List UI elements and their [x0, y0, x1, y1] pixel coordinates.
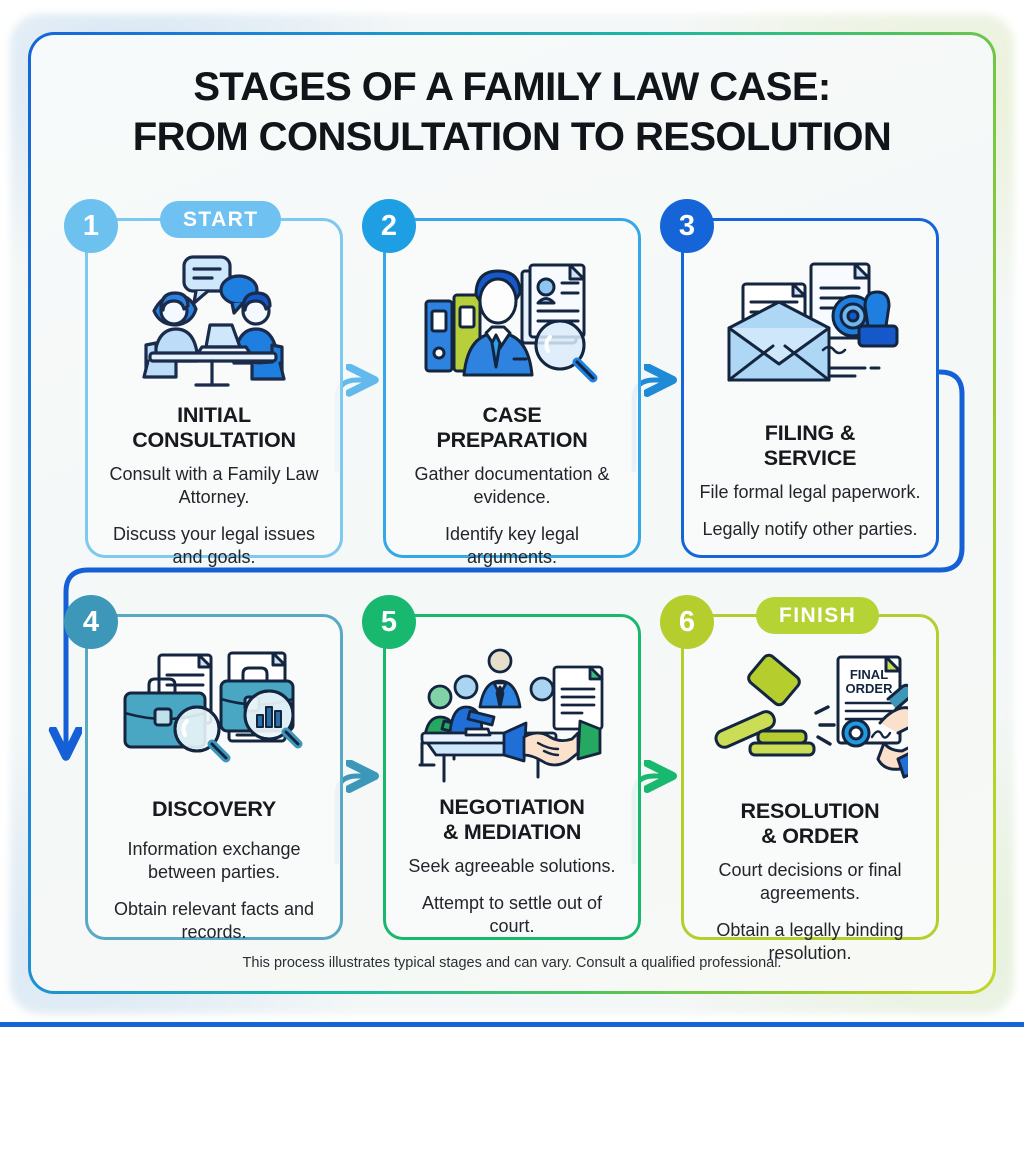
finish-badge: FINISH — [756, 597, 880, 634]
step-desc-5a: Seek agreeable solutions. — [408, 856, 616, 876]
gavel-final-order-signature-icon: FINAL ORDER — [684, 645, 936, 795]
final-order-doc-line2: ORDER — [846, 681, 894, 696]
step-title-6: RESOLUTION & ORDER — [731, 799, 890, 849]
page-title: STAGES OF A FAMILY LAW CASE: FROM CONSUL… — [50, 62, 974, 162]
step-number-3: 3 — [678, 209, 696, 242]
step-number-5: 5 — [380, 605, 398, 638]
step-card-1[interactable]: 1 START — [64, 199, 343, 567]
step-desc-3b: Legally notify other parties. — [702, 519, 918, 539]
step-number-4: 4 — [82, 605, 100, 638]
step-title-5-line2: & MEDIATION — [442, 820, 582, 844]
step-number-badge-6: 6 — [660, 595, 714, 649]
step-title-6-line2: & ORDER — [761, 824, 859, 848]
step-number-1: 1 — [82, 209, 100, 242]
step-title-3: FILING & SERVICE — [754, 421, 867, 471]
page-title-line1: STAGES OF A FAMILY LAW CASE: — [193, 65, 831, 109]
step-title-2: CASE PREPARATION — [426, 403, 597, 453]
step-card-4[interactable]: 4 — [64, 595, 343, 942]
step-desc-1b: Discuss your legal issues and goals. — [112, 524, 316, 567]
step-title-1-line2: CONSULTATION — [132, 428, 296, 452]
step-title-3-line1: FILING & — [764, 421, 856, 445]
step-title-2-line2: PREPARATION — [436, 428, 588, 452]
step-desc-3a: File formal legal paperwork. — [699, 482, 921, 502]
step-title-5: NEGOTIATION & MEDIATION — [429, 795, 595, 845]
step-desc-1a: Consult with a Family Law Attorney. — [109, 464, 319, 507]
step-desc-6a: Court decisions or final agreements. — [718, 860, 902, 903]
step-title-2-line1: CASE — [482, 403, 542, 427]
envelope-seal-stamp-icon — [684, 249, 936, 417]
start-badge-label: START — [183, 207, 259, 231]
step-desc-2a: Gather documentation & evidence. — [414, 464, 610, 507]
finish-badge-label: FINISH — [779, 603, 857, 627]
step-number-badge-3: 3 — [660, 199, 714, 253]
bottom-blue-rule — [0, 1022, 1024, 1027]
step-desc-5b: Attempt to settle out of court. — [421, 893, 603, 936]
page-title-line2: FROM CONSULTATION TO RESOLUTION — [132, 115, 892, 159]
step-desc-4a: Information exchange between parties. — [127, 839, 301, 882]
step-card-6[interactable]: 6 FINISH — [660, 595, 939, 963]
step-desc-2b: Identify key legal arguments. — [444, 524, 580, 567]
step-desc-6b: Obtain a legally binding resolution. — [716, 920, 904, 963]
start-badge: START — [160, 201, 282, 238]
step-card-3[interactable]: 3 — [660, 199, 939, 558]
step-title-6-line1: RESOLUTION — [740, 799, 880, 823]
consultation-meeting-icon — [88, 249, 340, 399]
step-title-3-line2: SERVICE — [763, 446, 857, 470]
step-title-1-line1: INITIAL — [177, 403, 251, 427]
step-number-badge-5: 5 — [362, 595, 416, 649]
step-number-badge-2: 2 — [362, 199, 416, 253]
step-desc-4b: Obtain relevant facts and records. — [113, 899, 315, 942]
step-title-5-line1: NEGOTIATION — [439, 795, 585, 819]
step-number-6: 6 — [678, 605, 696, 638]
attorney-documents-magnifier-icon — [386, 249, 638, 399]
step-title-4: DISCOVERY — [142, 797, 286, 822]
step-number-badge-1: 1 — [64, 199, 118, 253]
step-number-2: 2 — [380, 209, 398, 242]
step-number-badge-4: 4 — [64, 595, 118, 649]
mediation-table-handshake-icon — [386, 645, 638, 791]
disclaimer-note: This process illustrates typical stages … — [242, 955, 782, 971]
step-card-2[interactable]: 2 — [362, 199, 641, 567]
step-title-4-line1: DISCOVERY — [151, 797, 277, 821]
step-title-1: INITIAL CONSULTATION — [122, 403, 306, 453]
step-card-5[interactable]: 5 — [362, 595, 641, 940]
briefcase-magnifier-records-icon — [88, 645, 340, 787]
final-order-doc-line1: FINAL — [850, 667, 888, 682]
